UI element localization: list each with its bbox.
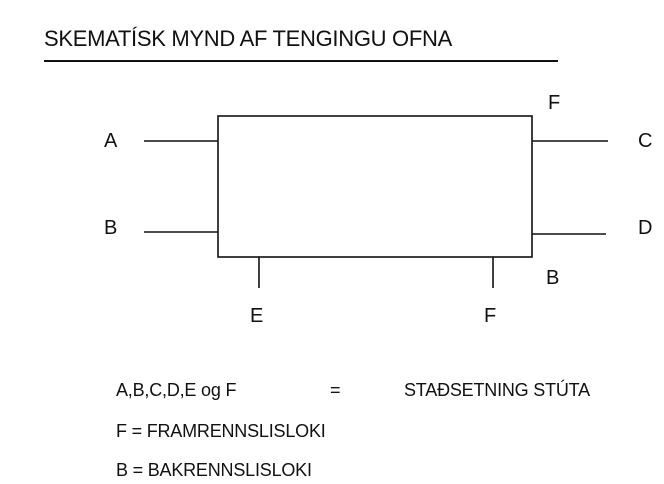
label-f-bottom: F bbox=[484, 305, 497, 327]
legend-equals: = bbox=[330, 380, 341, 400]
label-d: D bbox=[638, 217, 653, 239]
label-e: E bbox=[250, 305, 264, 327]
legend-supply-valve: F = FRAMRENNSLISLOKI bbox=[116, 421, 326, 441]
label-b-left: B bbox=[104, 217, 118, 239]
label-b-right: B bbox=[546, 267, 560, 289]
title-underline bbox=[44, 60, 558, 62]
legend-return-valve: B = BAKRENNSLISLOKI bbox=[116, 460, 312, 480]
diagram-title: SKEMATÍSK MYND AF TENGINGU OFNA bbox=[44, 26, 452, 51]
label-c: C bbox=[638, 130, 653, 152]
label-a: A bbox=[104, 130, 118, 152]
radiator-body bbox=[217, 115, 533, 258]
label-f-top: F bbox=[548, 92, 561, 114]
legend-codes: A,B,C,D,E og F bbox=[116, 380, 237, 400]
legend-nozzle-location: STAÐSETNING STÚTA bbox=[404, 380, 590, 400]
